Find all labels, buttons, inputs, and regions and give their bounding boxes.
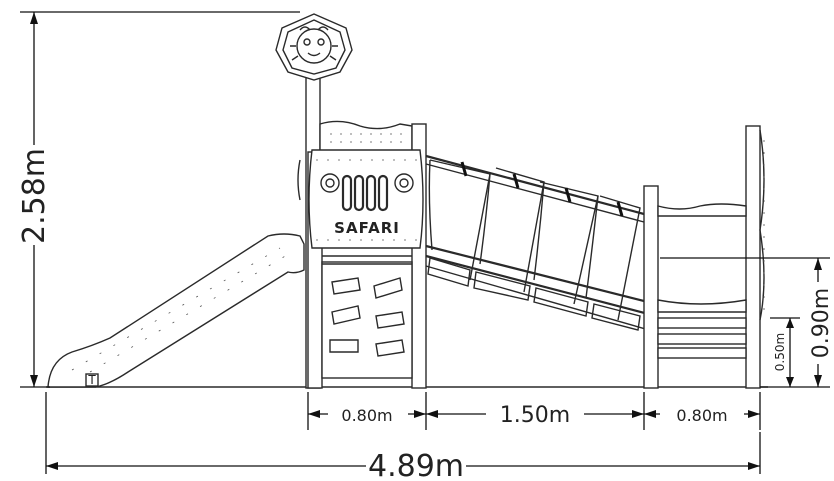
playground-structure: T SAFARI (46, 13, 768, 389)
dimension-platform-height: 0.90m (660, 257, 834, 388)
dimension-overall-width: 4.89m (45, 392, 761, 481)
slide-base-mark: T (87, 373, 96, 387)
overall-height-label: 2.58m (17, 148, 52, 244)
overall-width-label: 4.89m (368, 449, 464, 481)
platform-height-label: 0.90m (809, 288, 834, 358)
panel-text: SAFARI (334, 219, 400, 237)
width-segment-3-label: 0.80m (676, 406, 727, 425)
slide: T (47, 233, 305, 388)
dimension-width-segments: 0.80m 1.50m 0.80m (307, 392, 761, 430)
dimension-overall-height: 2.58m (17, 11, 300, 388)
step-height-label: 0.50m (773, 333, 787, 371)
right-tower (643, 125, 765, 389)
dimension-step-height: 0.50m (770, 317, 800, 387)
width-segment-1-label: 0.80m (341, 406, 392, 425)
bridge (425, 154, 657, 333)
width-segment-2-label: 1.50m (500, 403, 570, 428)
left-tower: SAFARI (297, 120, 427, 389)
